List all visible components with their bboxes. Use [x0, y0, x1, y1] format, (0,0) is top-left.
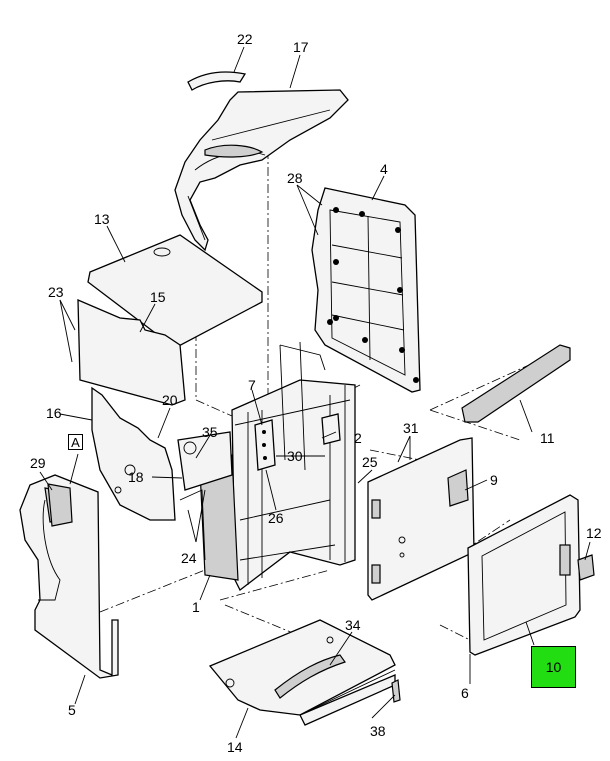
inner-side-panel-part	[91, 386, 176, 521]
right-side-panel-part	[367, 437, 475, 601]
callout-34: 34	[345, 617, 361, 633]
bracket-part	[321, 413, 341, 445]
callout-16: 16	[46, 405, 62, 421]
callout-26: 26	[268, 510, 284, 526]
sheet-hole	[153, 247, 171, 257]
callout-18: 18	[128, 469, 144, 485]
callout-9: 9	[490, 472, 498, 488]
callout-23: 23	[48, 284, 64, 300]
callout-28: 28	[287, 170, 303, 186]
cover-plate-part	[47, 483, 73, 527]
callout-14: 14	[227, 739, 243, 755]
callout-17: 17	[293, 39, 309, 55]
callout-22: 22	[237, 31, 253, 47]
view-marker-a: A	[68, 434, 83, 450]
callout-7: 7	[248, 377, 256, 393]
trim-strip-part	[187, 71, 247, 91]
callout-6: 6	[461, 685, 469, 701]
callout-24: 24	[181, 550, 197, 566]
back-panel-part	[311, 187, 421, 393]
base-handle-part	[274, 654, 346, 699]
callout-2: 2	[354, 430, 362, 446]
callout-11: 11	[540, 430, 555, 446]
handle-bar-part	[461, 344, 571, 423]
callout-1: 1	[192, 599, 200, 615]
callout-29: 29	[30, 455, 46, 471]
callout-13: 13	[94, 211, 110, 227]
door-part	[467, 494, 581, 656]
callout-5: 5	[68, 702, 76, 718]
screw-part	[391, 679, 401, 703]
bracket-plate-part	[254, 419, 276, 471]
highlighted-callout-10[interactable]: 10	[531, 646, 576, 688]
callout-4: 4	[380, 161, 388, 177]
callout-38: 38	[370, 723, 386, 739]
latch-part	[577, 554, 595, 581]
leader-lines	[39, 46, 591, 739]
callout-20: 20	[162, 392, 178, 408]
callout-35: 35	[202, 424, 218, 440]
callout-30: 30	[287, 448, 303, 464]
top-cover-part	[174, 89, 349, 252]
callout-31: 31	[403, 420, 419, 436]
callout-25: 25	[362, 454, 378, 470]
callout-labels: 22 17 4 28 13 15 23 16 20 35 7 2 30 18 2…	[30, 31, 602, 755]
side-liner-part	[77, 299, 186, 406]
callout-12: 12	[586, 525, 602, 541]
callout-15: 15	[150, 289, 166, 305]
top-sheet-part	[87, 234, 263, 349]
